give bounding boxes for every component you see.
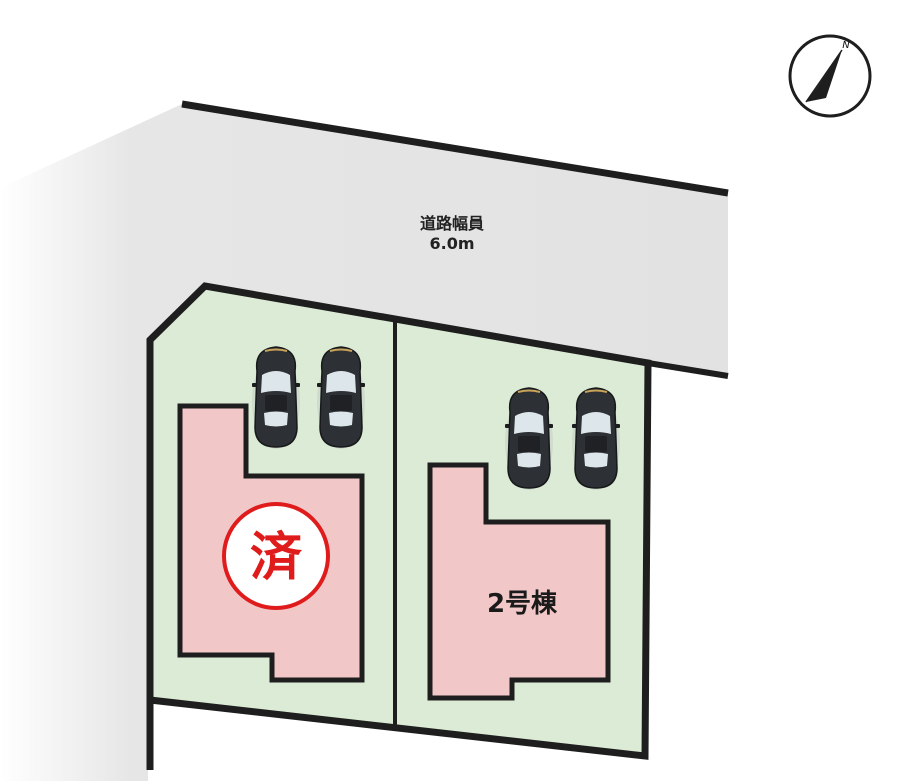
road-edge-line xyxy=(181,100,729,197)
sold-stamp-text: 済 xyxy=(250,528,303,588)
parking-car-lot-1a xyxy=(251,346,301,450)
road-surface xyxy=(0,104,728,781)
parking-car-lot-2a xyxy=(504,387,554,491)
road-width-value: 6.0m xyxy=(429,234,474,253)
building-label-lot-2: 2号棟 xyxy=(487,589,558,619)
north-arrow-icon: N xyxy=(788,34,872,118)
building-footprint-lot-2 xyxy=(427,462,611,701)
road-width-label: 道路幅員 xyxy=(420,214,484,233)
road-edge-extension xyxy=(647,360,729,379)
site-boundary xyxy=(146,282,652,770)
parking-car-lot-2b xyxy=(571,387,621,491)
parking-car-lot-1b xyxy=(316,346,366,450)
sold-stamp: 済 xyxy=(222,502,330,610)
north-label: N xyxy=(842,40,850,51)
